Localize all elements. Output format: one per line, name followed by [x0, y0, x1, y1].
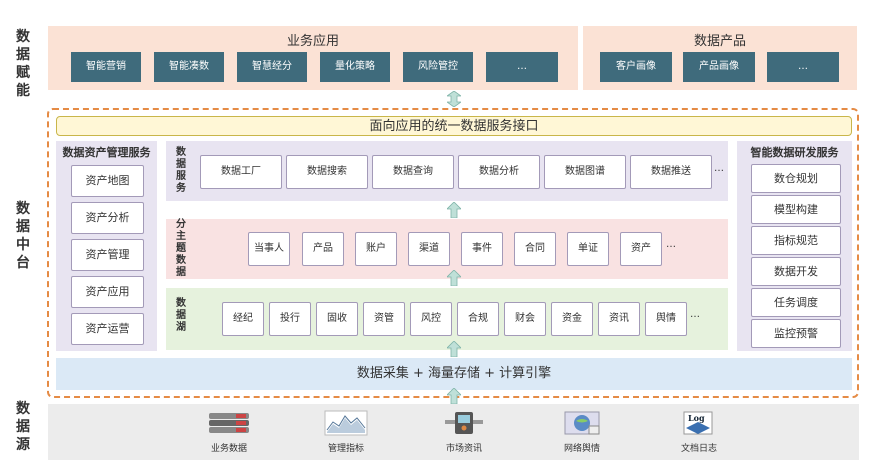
dev-service-title: 智能数据研发服务 [750, 146, 839, 159]
data-service-panel: 数据 服务 数据工厂 数据搜索 数据查询 数据分析 数据图谱 数据推送 … [166, 141, 728, 201]
source-network: 网络舆情 [542, 410, 622, 454]
product-box: 产品画像 [683, 52, 755, 82]
service-item: 数据工厂 [200, 155, 282, 189]
lake-item: 财会 [504, 302, 546, 336]
lake-item: 合规 [457, 302, 499, 336]
asset-mgmt-title: 数据资产管理服务 [62, 146, 151, 159]
server-icon [209, 413, 249, 433]
app-box: 量化策略 [320, 52, 390, 82]
data-products-panel: 数据产品 客户画像 产品画像 … [583, 26, 857, 90]
product-box: 客户画像 [600, 52, 672, 82]
lake-item: 资讯 [598, 302, 640, 336]
data-service-label: 数据 服务 [176, 147, 186, 194]
service-item: 数据查询 [372, 155, 454, 189]
product-box-more: … [767, 52, 839, 82]
subject-item: 单证 [567, 232, 609, 266]
subject-item: 当事人 [248, 232, 290, 266]
lake-item: 经纪 [222, 302, 264, 336]
subject-item: 账户 [355, 232, 397, 266]
subject-item: 事件 [461, 232, 503, 266]
dev-item: 监控预警 [751, 319, 841, 348]
dev-item: 数仓规划 [751, 164, 841, 193]
data-products-title: 数据产品 [693, 34, 746, 49]
up-arrow-icon [447, 270, 461, 286]
subject-item: 渠道 [408, 232, 450, 266]
up-arrow-icon [447, 341, 461, 357]
service-more: … [714, 163, 724, 174]
lake-item: 风控 [410, 302, 452, 336]
asset-mgmt-panel: 数据资产管理服务 资产地图 资产分析 资产管理 资产应用 资产运营 [56, 141, 157, 351]
subject-item: 产品 [302, 232, 344, 266]
service-item: 数据图谱 [544, 155, 626, 189]
dev-item: 指标规范 [751, 226, 841, 255]
up-down-arrow-icon [447, 91, 461, 107]
app-box: 风险管控 [403, 52, 473, 82]
side-label-middle: 数据 中台 [16, 201, 30, 271]
lake-item: 舆情 [645, 302, 687, 336]
lake-more: … [690, 309, 700, 320]
dev-item: 模型构建 [751, 195, 841, 224]
source-label: 文档日志 [680, 444, 717, 454]
asset-item: 资产应用 [71, 276, 144, 308]
source-management: 管理指标 [306, 410, 386, 454]
service-item: 数据分析 [458, 155, 540, 189]
data-lake-panel: 数据 湖 经纪 投行 固收 资管 风控 合规 财会 资金 资讯 舆情 … [166, 288, 728, 350]
chart-icon [324, 410, 368, 436]
terminal-icon [445, 412, 483, 434]
svg-text:Log: Log [688, 413, 705, 423]
subject-data-label: 分主 题数 据 [176, 219, 186, 278]
app-box-more: … [486, 52, 558, 82]
subject-item: 合同 [514, 232, 556, 266]
side-label-source: 数据 源 [16, 401, 30, 453]
source-market: 市场资讯 [424, 410, 504, 454]
data-lake-label: 数据 湖 [176, 298, 186, 333]
subject-item: 资产 [620, 232, 662, 266]
source-label: 业务数据 [210, 444, 247, 454]
engine-bar: 数据采集 + 海量存储 + 计算引擎 [56, 358, 852, 390]
dev-service-panel: 智能数据研发服务 数仓规划 模型构建 指标规范 数据开发 任务调度 监控预警 [737, 141, 852, 351]
source-label: 网络舆情 [563, 444, 600, 454]
app-box: 智能营销 [71, 52, 141, 82]
dev-item: 数据开发 [751, 257, 841, 286]
side-label-empower: 数据 赋能 [16, 29, 30, 99]
asset-item: 资产运营 [71, 313, 144, 345]
up-arrow-icon [447, 202, 461, 218]
asset-item: 资产地图 [71, 165, 144, 197]
source-business: 业务数据 [189, 410, 269, 454]
subject-data-panel: 分主 题数 据 当事人 产品 账户 渠道 事件 合同 单证 资产 … [166, 219, 728, 279]
lake-item: 固收 [316, 302, 358, 336]
log-icon: Log [683, 411, 713, 435]
source-logs: Log 文档日志 [659, 410, 739, 454]
up-arrow-icon [447, 388, 461, 404]
lake-item: 资金 [551, 302, 593, 336]
asset-item: 资产管理 [71, 239, 144, 271]
asset-item: 资产分析 [71, 202, 144, 234]
source-label: 管理指标 [327, 444, 364, 454]
lake-item: 投行 [269, 302, 311, 336]
service-item: 数据推送 [630, 155, 712, 189]
unified-interface-bar: 面向应用的统一数据服务接口 [56, 116, 852, 136]
subject-more: … [666, 239, 676, 250]
service-item: 数据搜索 [286, 155, 368, 189]
business-apps-title: 业务应用 [286, 34, 339, 49]
app-box: 智慧经分 [237, 52, 307, 82]
app-box: 智能凑数 [154, 52, 224, 82]
business-apps-panel: 业务应用 智能营销 智能凑数 智慧经分 量化策略 风险管控 … [48, 26, 578, 90]
globe-icon [564, 411, 600, 435]
dev-item: 任务调度 [751, 288, 841, 317]
source-label: 市场资讯 [445, 444, 482, 454]
lake-item: 资管 [363, 302, 405, 336]
data-sources-panel: 业务数据 管理指标 市场资讯 网络舆情 Log [48, 404, 859, 460]
